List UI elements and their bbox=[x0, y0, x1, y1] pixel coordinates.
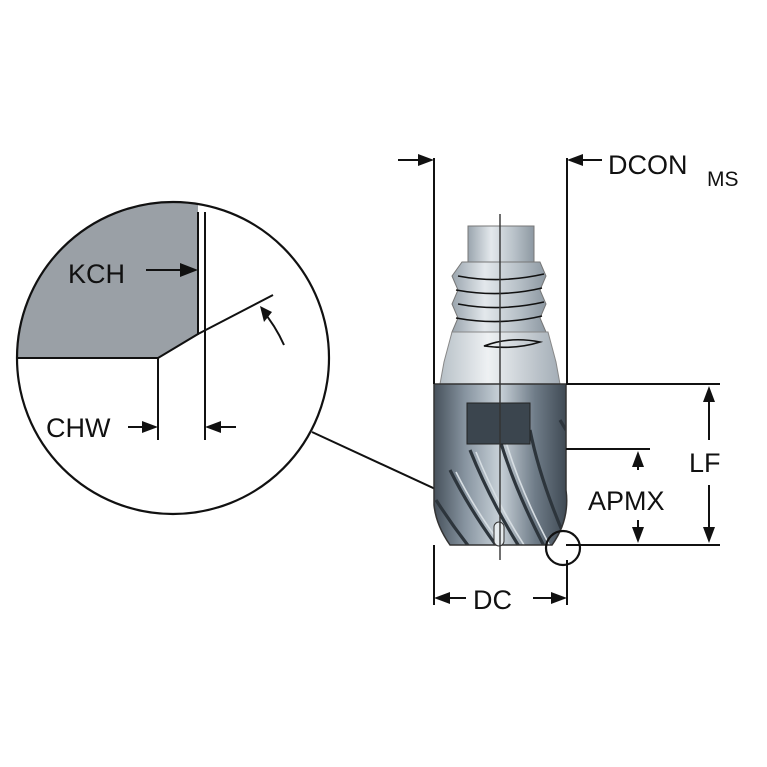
shank bbox=[467, 225, 535, 263]
apmx-dimension: APMX bbox=[566, 448, 665, 543]
apmx-label: APMX bbox=[588, 486, 665, 516]
dc-label: DC bbox=[473, 585, 512, 615]
lf-dimension: LF bbox=[566, 383, 721, 546]
dcon-subscript: MS bbox=[707, 168, 739, 191]
thread bbox=[451, 261, 547, 333]
corner-detail-circle bbox=[544, 529, 582, 567]
dcon-label: DCON bbox=[608, 150, 688, 180]
lf-label: LF bbox=[689, 448, 721, 478]
milling-head bbox=[433, 214, 568, 560]
dc-dimension: DC bbox=[433, 545, 568, 615]
helical-flutes bbox=[434, 419, 567, 545]
key-slot bbox=[466, 402, 531, 445]
kch-label: KCH bbox=[68, 259, 125, 289]
detail-circle bbox=[15, 200, 331, 516]
chw-label: CHW bbox=[46, 413, 111, 443]
detail-magnifier: KCH CHW bbox=[15, 200, 331, 516]
dcon-dimension: DCON MS bbox=[398, 150, 739, 384]
